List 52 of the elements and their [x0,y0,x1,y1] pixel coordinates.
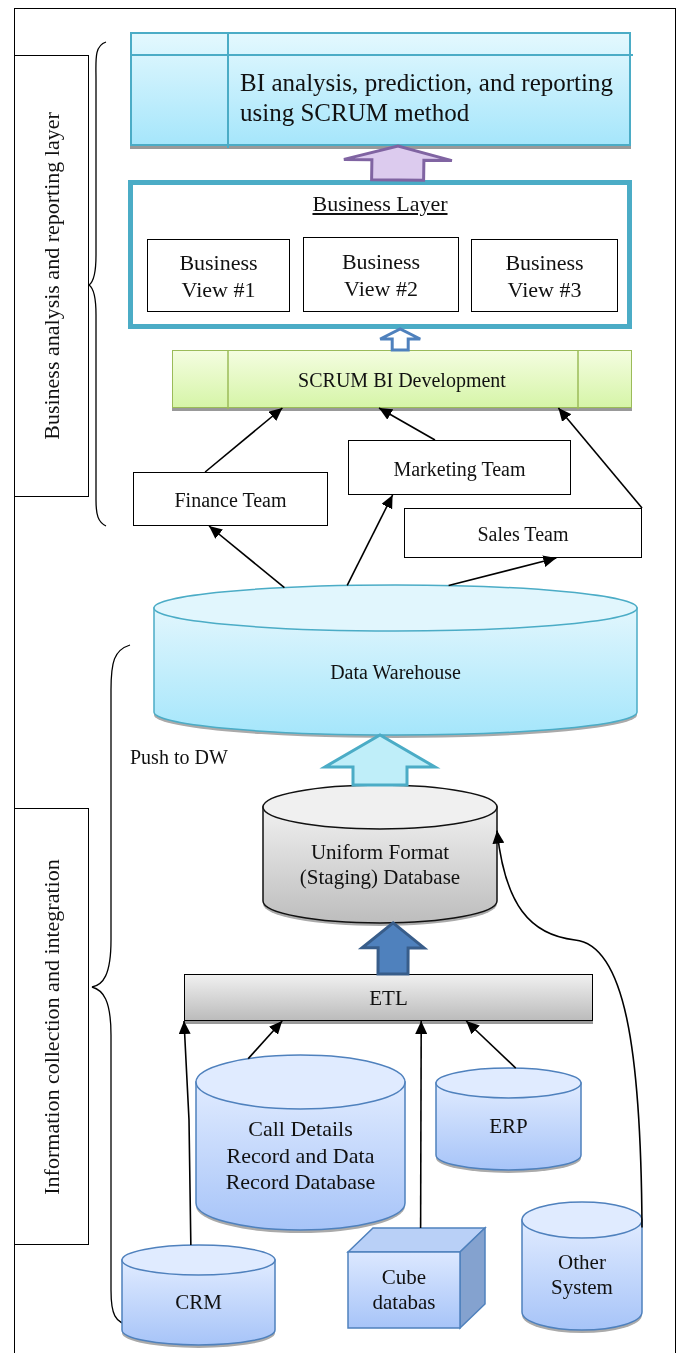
node-label: Sales Team [477,522,569,546]
block-arrow [342,144,454,182]
view-box [471,239,618,312]
arrow [415,1020,428,1229]
block-arrow [319,733,441,787]
arrow [492,829,643,1229]
node-label: Business View #3 [504,250,585,303]
node-label: Information collection and integration [38,858,65,1195]
section-label-box [14,808,89,1245]
node-label: Call Details Record and Data Record Database [224,1116,377,1196]
node-label: SCRUM BI Development [298,368,506,392]
database-cylinder [122,1245,275,1345]
node-label: Other System [550,1249,614,1301]
arrow [247,1020,283,1060]
layer-panel [128,180,632,329]
arrow [208,525,286,589]
process-bar [172,350,632,408]
block-arrow [357,920,429,976]
arrow [378,407,436,441]
node-label: Business View #2 [340,249,422,302]
arrow [447,555,558,587]
node-label: Finance Team [174,488,287,512]
view-box [303,237,459,312]
node-label: BI analysis, prediction, and reporting using SCRUM method [240,68,613,128]
database-cylinder [263,785,497,923]
process-bar [184,974,593,1021]
section-label-box [14,55,89,497]
node-label: Marketing Team [393,456,526,481]
arrow [465,1020,517,1069]
team-box [133,472,328,526]
panel-title: Business Layer [311,191,449,217]
view-box [147,239,290,312]
arrow [204,407,284,473]
node-label: Uniform Format (Staging) Database [298,839,462,891]
node-label: ETL [369,985,408,1012]
database-cylinder [196,1055,405,1230]
team-box [404,508,642,558]
database-cylinder [522,1202,642,1330]
block-arrow [378,327,422,352]
arrow [178,1020,192,1246]
node-label: Business analysis and reporting layer [38,112,65,440]
arrow [557,407,643,509]
database-cylinder [154,585,637,735]
database-cylinder [436,1068,581,1170]
output-box [130,32,631,146]
annotation-text: Push to DW [130,746,228,769]
team-box [348,440,571,495]
node-label: Data Warehouse [330,659,461,684]
node-label: Business View #1 [178,250,259,303]
arrow [346,494,394,587]
node-label: CRM [175,1289,222,1316]
node-label: ERP [489,1113,528,1140]
